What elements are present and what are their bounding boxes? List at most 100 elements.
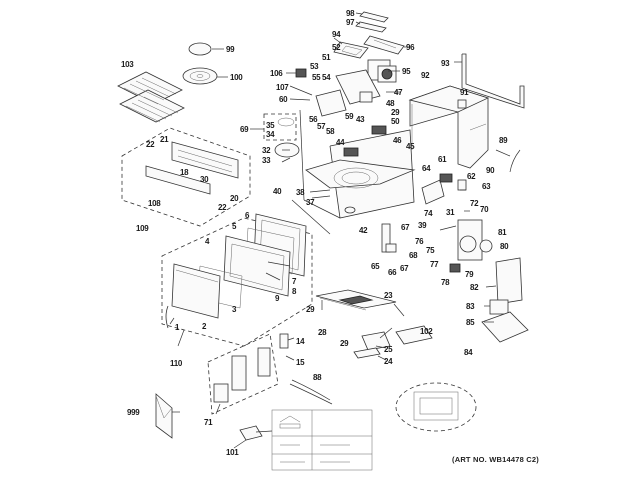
label-67a: 67 xyxy=(401,223,410,232)
part-2-door-panel xyxy=(171,263,221,319)
label-108: 108 xyxy=(148,199,161,208)
label-66: 66 xyxy=(388,268,397,277)
part-95-fan-motor xyxy=(367,59,397,83)
label-64: 64 xyxy=(422,164,431,173)
label-46: 46 xyxy=(393,136,402,145)
label-107: 107 xyxy=(276,83,289,92)
label-47: 47 xyxy=(394,88,403,97)
group-71-box xyxy=(207,333,279,415)
part-25 xyxy=(361,331,391,351)
part-latch-assembly xyxy=(381,223,397,253)
label-37: 37 xyxy=(306,198,315,207)
label-94: 94 xyxy=(332,30,341,39)
label-5: 5 xyxy=(232,222,237,231)
label-83: 83 xyxy=(466,302,475,311)
label-69: 69 xyxy=(240,125,249,134)
part-23-vent-hood xyxy=(315,289,397,311)
label-95: 95 xyxy=(402,67,411,76)
label-72: 72 xyxy=(470,199,479,208)
part-94-filter xyxy=(333,41,369,59)
label-21: 21 xyxy=(160,135,169,144)
label-39: 39 xyxy=(418,221,427,230)
label-8: 8 xyxy=(292,287,297,296)
part-106 xyxy=(295,68,307,78)
label-14: 14 xyxy=(296,337,305,346)
label-75: 75 xyxy=(426,246,435,255)
part-82-mesh xyxy=(495,257,523,305)
label-51: 51 xyxy=(322,53,331,62)
part-cavity xyxy=(299,109,416,219)
part-99-roller-ring xyxy=(188,42,212,56)
label-79: 79 xyxy=(465,270,474,279)
part-93-mounting-bracket xyxy=(461,53,525,109)
part-upper-assembly xyxy=(315,69,381,117)
label-50: 50 xyxy=(391,117,400,126)
label-77: 77 xyxy=(430,260,439,269)
part-100-turntable xyxy=(182,67,218,85)
part-ground-plate xyxy=(213,383,229,403)
label-59: 59 xyxy=(345,112,354,121)
label-97: 97 xyxy=(346,18,355,27)
part-46-grille xyxy=(371,125,387,135)
label-57: 57 xyxy=(317,122,326,131)
label-91: 91 xyxy=(460,88,469,97)
label-101: 101 xyxy=(226,448,239,457)
label-28: 28 xyxy=(318,328,327,337)
part-84-base xyxy=(481,311,529,343)
label-24: 24 xyxy=(384,357,393,366)
label-999: 999 xyxy=(127,408,140,417)
part-magnetron-assembly xyxy=(439,219,493,273)
label-98: 98 xyxy=(346,9,355,18)
group-110-box xyxy=(161,217,313,347)
label-71: 71 xyxy=(204,418,213,427)
hardware-table xyxy=(255,409,373,471)
detail-seal-view xyxy=(395,382,477,432)
label-40: 40 xyxy=(273,187,282,196)
label-29c: 29 xyxy=(340,339,349,348)
label-25: 25 xyxy=(384,345,393,354)
label-61: 61 xyxy=(438,155,447,164)
label-31: 31 xyxy=(446,208,455,217)
label-81: 81 xyxy=(498,228,507,237)
label-80: 80 xyxy=(500,242,509,251)
label-78: 78 xyxy=(441,278,450,287)
label-48: 48 xyxy=(386,99,395,108)
label-67b: 67 xyxy=(400,264,409,273)
label-7: 7 xyxy=(292,277,297,286)
label-44: 44 xyxy=(336,138,345,147)
label-84: 84 xyxy=(464,348,473,357)
label-22a: 22 xyxy=(146,140,155,149)
label-99: 99 xyxy=(226,45,235,54)
art-number: (ART NO. WB14478 C2) xyxy=(452,455,539,464)
label-42: 42 xyxy=(359,226,368,235)
label-35: 35 xyxy=(266,121,275,130)
label-20: 20 xyxy=(230,194,239,203)
label-15: 15 xyxy=(296,358,305,367)
label-90: 90 xyxy=(486,166,495,175)
part-61 xyxy=(439,173,453,183)
label-63: 63 xyxy=(482,182,491,191)
part-40-rod xyxy=(291,199,331,235)
part-83-transformer xyxy=(489,299,509,315)
label-38: 38 xyxy=(296,188,305,197)
part-90-outer-case xyxy=(408,85,490,169)
label-65: 65 xyxy=(371,262,380,271)
label-43: 43 xyxy=(356,115,365,124)
label-34: 34 xyxy=(266,130,275,139)
label-110: 110 xyxy=(170,359,183,368)
part-4-inner-door xyxy=(223,235,291,297)
label-9: 9 xyxy=(275,294,280,303)
label-109: 109 xyxy=(136,224,149,233)
label-1: 1 xyxy=(175,323,180,332)
label-102: 102 xyxy=(420,327,433,336)
part-108-control-panel xyxy=(145,165,211,195)
label-53: 53 xyxy=(310,62,319,71)
part-999-manual xyxy=(155,393,173,439)
part-89-power-cord xyxy=(509,149,521,173)
label-60: 60 xyxy=(279,95,288,104)
group-69-box xyxy=(263,113,297,141)
label-56: 56 xyxy=(309,115,318,124)
part-14 xyxy=(279,333,289,349)
label-4: 4 xyxy=(205,237,210,246)
